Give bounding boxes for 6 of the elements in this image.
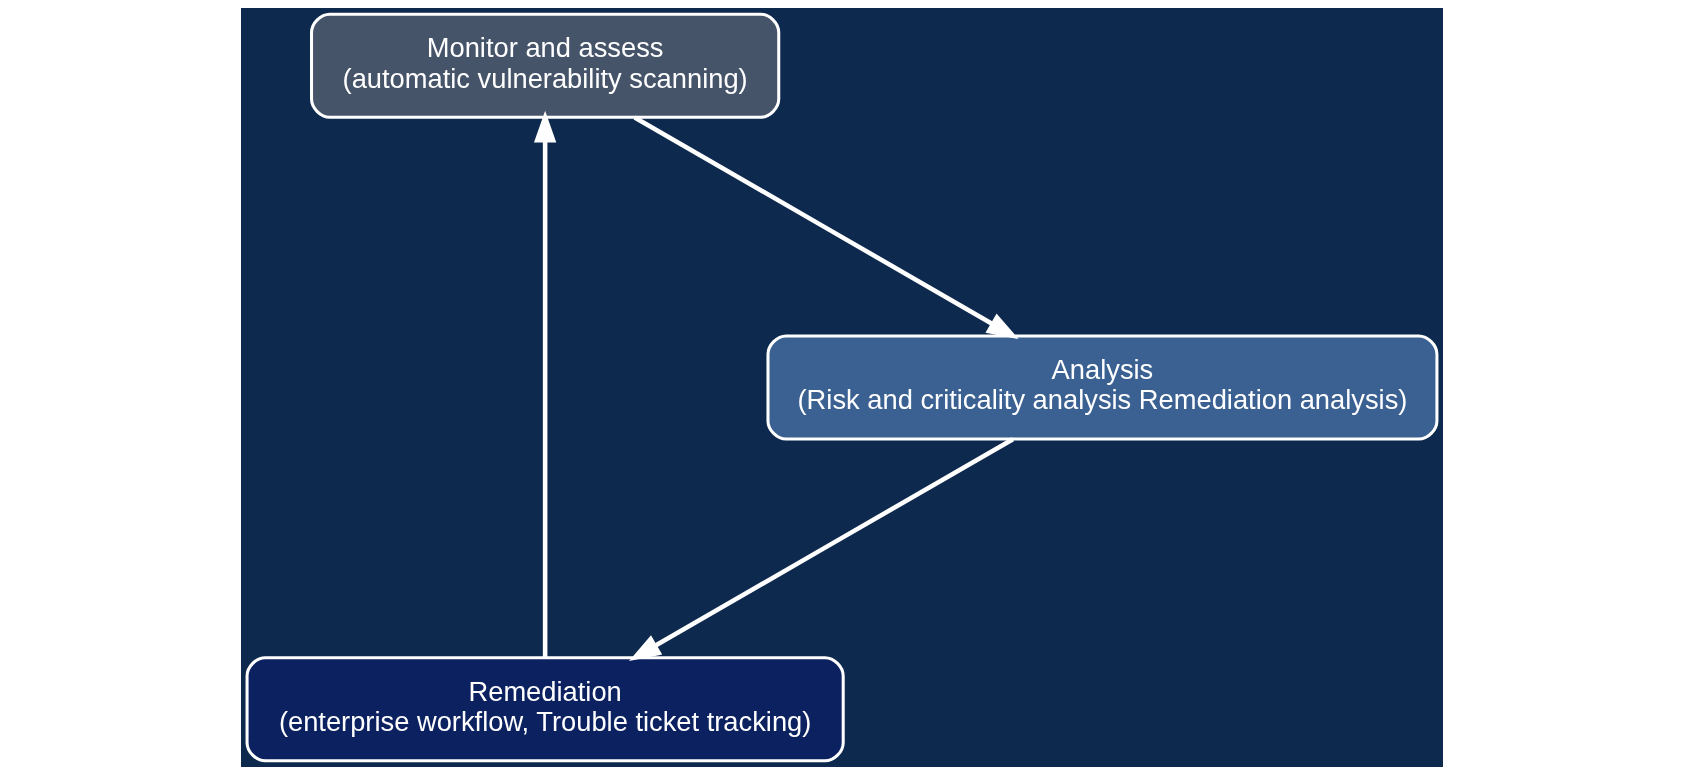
node-box: Remediation (enterprise workflow, Trouble ticket tracking) bbox=[245, 656, 845, 763]
arrow bbox=[533, 110, 556, 658]
arrow bbox=[628, 437, 1014, 661]
arrow bbox=[633, 115, 1019, 340]
node-box: Analysis (Risk and criticality analysis Remediation analysis) bbox=[765, 334, 1438, 441]
node-box: Monitor and assess (automatic vulnerability scanning) bbox=[309, 12, 780, 119]
